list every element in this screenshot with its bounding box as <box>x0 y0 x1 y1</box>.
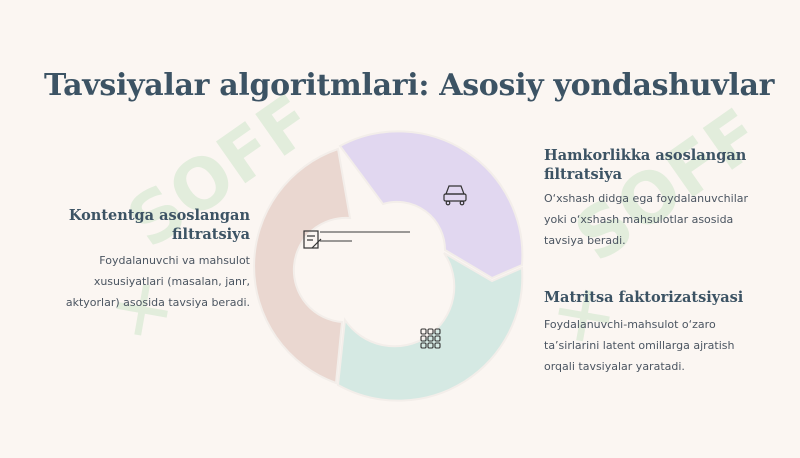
segment-content-based <box>253 147 352 385</box>
body-matrix: Foydalanuvchi-mahsulot o‘zaro ta’sirlari… <box>544 318 735 373</box>
page-title: Tavsiyalar algoritmlari: Asosiy yondashu… <box>44 68 775 103</box>
heading-matrix: Matritsa faktorizatsiyasi <box>544 289 744 306</box>
body-collaborative: O‘xshash didga ega foydalanuvchilar yoki… <box>544 192 749 247</box>
heading-collaborative: Hamkorlikka asoslangan filtratsiya <box>544 147 747 183</box>
body-content-based: Foydalanuvchi va mahsulot xususiyatlari … <box>65 254 250 309</box>
document-pen-icon <box>303 230 322 249</box>
segment-matrix <box>336 252 524 402</box>
grid-icon <box>420 328 441 349</box>
segment-collaborative <box>338 130 524 280</box>
heading-content-based: Kontentga asoslangan filtratsiya <box>68 207 250 243</box>
car-icon <box>443 185 467 206</box>
